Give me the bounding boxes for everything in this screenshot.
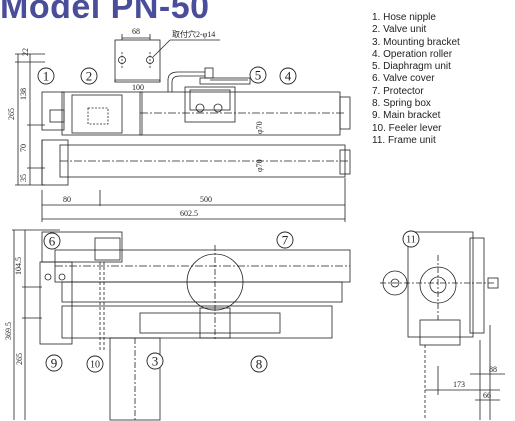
legend-item: 10. Feeler lever — [372, 122, 442, 134]
callout-5 — [249, 66, 267, 84]
callout-2 — [80, 67, 98, 85]
dim-label: φ70 — [255, 159, 264, 172]
legend-item: 8. Spring box — [372, 98, 431, 110]
legend-item: 2. Valve unit — [372, 24, 427, 36]
legend-item: 1. Hose nipple — [372, 12, 436, 23]
legend-item: 3. Mounting bracket — [372, 36, 460, 48]
callout-11 — [402, 230, 420, 248]
dim-label: 22 — [21, 48, 30, 56]
callout-10 — [86, 355, 104, 373]
legend-item: 4. Operation roller — [372, 48, 453, 60]
callout-label: 1 — [43, 69, 50, 84]
valve-cover — [41, 231, 123, 263]
dim-label: 369.5 — [4, 322, 13, 340]
dim-label: 265 — [15, 353, 24, 365]
dim-label: 265 — [7, 108, 16, 120]
dim-label: 66 — [483, 391, 491, 400]
callout-3 — [146, 352, 164, 370]
callout-label: 9 — [51, 356, 58, 371]
callout-4 — [279, 67, 297, 85]
callout-label: 3 — [152, 354, 159, 369]
parts-legend: 1. Hose nipple 2. Valve unit 3. Mounting… — [372, 12, 460, 147]
callout-label: 8 — [256, 357, 263, 372]
callout-9 — [45, 354, 63, 372]
dim-label: 70 — [19, 144, 28, 152]
dim-label: φ70 — [255, 121, 264, 134]
dim-label: 100 — [132, 83, 144, 92]
legend-item: 11. Frame unit — [372, 134, 436, 146]
legend-item: 5. Diaphragm unit — [372, 61, 451, 73]
legend-item: 7. Protector — [372, 85, 424, 97]
mounting-plate-top — [114, 39, 161, 83]
callout-label: 10 — [90, 360, 100, 371]
legend-item: 9. Main bracket — [372, 110, 441, 122]
valve-unit-body — [71, 94, 123, 134]
dim-label: 68 — [132, 27, 140, 36]
callout-7 — [276, 231, 294, 249]
callout-6 — [43, 232, 61, 250]
dim-label: 取付穴2-φ14 — [172, 29, 215, 39]
callout-8 — [250, 355, 268, 373]
dim-label: 500 — [200, 195, 212, 204]
dim-label: 173 — [453, 380, 465, 389]
callout-label: 2 — [86, 69, 93, 84]
callout-label: 4 — [285, 69, 292, 84]
front-view — [12, 229, 351, 421]
dim-label: 602.5 — [180, 209, 198, 218]
callout-1 — [37, 67, 55, 85]
main-bracket — [39, 261, 73, 345]
hose-nipple-body — [41, 91, 65, 131]
callout-label: 5 — [255, 68, 262, 83]
operation-roller-upper — [139, 91, 341, 136]
legend-item: 6. Valve cover — [372, 73, 435, 85]
dim-label: 104.5 — [14, 257, 23, 275]
page-title: Model PN-50 — [0, 0, 210, 26]
dim-label: 35 — [19, 174, 28, 182]
spring-box — [139, 312, 281, 334]
callout-label: 7 — [282, 233, 289, 248]
dim-label: 88 — [489, 365, 497, 374]
callout-label: 11 — [406, 235, 416, 246]
callout-label: 6 — [49, 234, 56, 249]
side-view — [380, 231, 505, 420]
dim-label: 138 — [19, 88, 28, 100]
top-view — [15, 34, 351, 222]
dim-label: 80 — [63, 195, 71, 204]
frame-unit — [407, 231, 474, 338]
